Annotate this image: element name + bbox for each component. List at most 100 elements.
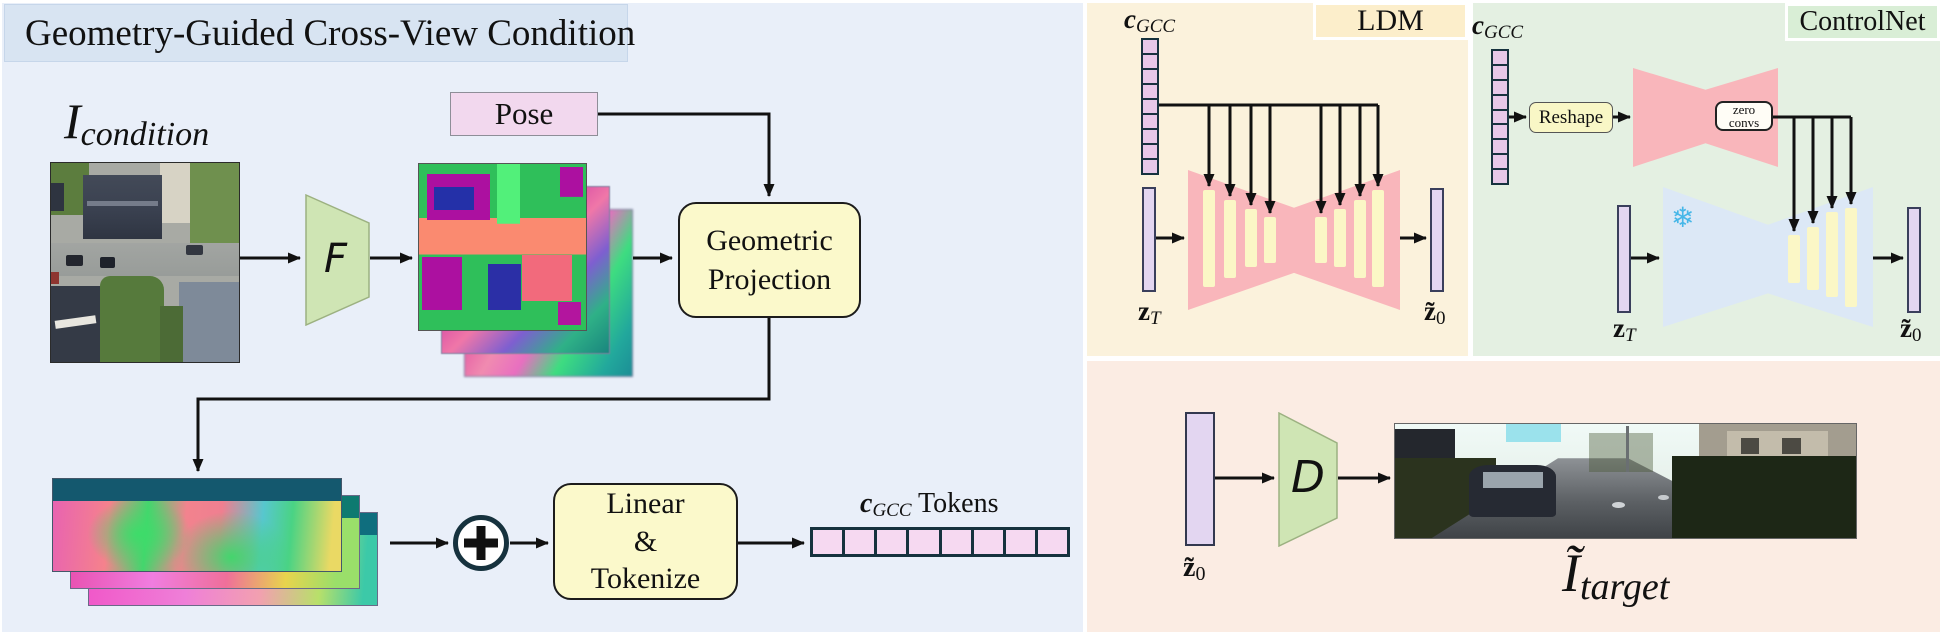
stack-cell	[1143, 55, 1157, 68]
linear-tokenize-line3: Tokenize	[590, 562, 701, 596]
zero-convs-line1: zero	[1732, 102, 1756, 117]
zero-convs-box: zero convs	[1715, 101, 1773, 131]
street-road-mark-2	[1657, 494, 1669, 501]
street-pole	[1625, 426, 1630, 472]
stack-cell	[1493, 110, 1507, 124]
street-right-window-1	[1740, 437, 1760, 454]
stack-cell	[1493, 155, 1507, 169]
zero-convs-line2: convs	[1728, 115, 1760, 130]
aerial-lawn-right	[190, 163, 239, 247]
stack-cell	[1143, 40, 1157, 53]
stack-cell	[1143, 70, 1157, 83]
controlnet-z0-bar	[1907, 207, 1921, 313]
page-title: Geometry-Guided Cross-View Condition	[25, 12, 636, 54]
aerial-condition-image	[50, 162, 240, 363]
linear-tokenize-line2: &	[633, 524, 658, 558]
geometric-projection-line1: Geometric	[706, 224, 833, 257]
token-cell	[909, 530, 939, 554]
stack-cell	[1493, 51, 1507, 64]
controlnet-unet-bar-3	[1826, 212, 1838, 297]
stack-cell	[1143, 145, 1157, 158]
ldm-panel-chip: LDM	[1313, 2, 1468, 40]
condition-image-label: Icondition	[64, 93, 210, 153]
left-panel-title-box: Geometry-Guided Cross-View Condition	[4, 4, 635, 62]
aerial-main-roof	[82, 174, 162, 239]
linear-tokenize-box: Linear & Tokenize	[553, 483, 738, 600]
stack-cell	[1493, 140, 1507, 154]
stack-cell	[1143, 85, 1157, 98]
stack-cell	[1493, 95, 1507, 109]
geometric-projection-line2: Projection	[707, 263, 832, 296]
aerial-car-red	[51, 272, 59, 285]
controlnet-token-stack	[1491, 49, 1509, 185]
token-cell	[813, 530, 843, 554]
stack-cell	[1143, 115, 1157, 128]
aerial-trees-bottomright-edge	[160, 306, 183, 362]
street-right-bushes	[1671, 455, 1856, 538]
token-cell	[973, 530, 1003, 554]
ldm-unet-bar-3	[1245, 209, 1257, 267]
street-road-mark-1	[1611, 501, 1626, 509]
target-image-label: Ĩtarget	[1562, 543, 1670, 608]
ldm-unet-bar-5	[1315, 217, 1327, 263]
ldm-z0-label: z̃0	[1424, 296, 1446, 329]
aerial-building-bottomright	[178, 282, 239, 362]
reshape-box: Reshape	[1529, 102, 1613, 133]
controlnet-unet-bar-1	[1788, 235, 1800, 283]
decoder-d-label: D	[1291, 452, 1325, 503]
controlnet-unet-bar-2	[1807, 227, 1819, 290]
controlnet-z0-label: z̃0	[1900, 313, 1922, 346]
encoder-f-trapezoid	[305, 194, 370, 326]
stack-cell	[1143, 100, 1157, 113]
ldm-panel-label: LDM	[1357, 4, 1424, 37]
reshape-label: Reshape	[1538, 106, 1604, 128]
projected-map-front	[52, 478, 342, 572]
ldm-zt-bar	[1142, 187, 1156, 292]
controlnet-unet-bar-4	[1845, 208, 1857, 307]
ldm-unet-bar-1	[1203, 190, 1215, 287]
controlnet-cgcc-label: cGCC	[1472, 10, 1524, 43]
decoder-z0-bar	[1185, 412, 1215, 546]
aerial-roof-ridge	[86, 200, 159, 206]
decoder-z0-label: z̃0	[1183, 552, 1206, 586]
pose-label: Pose	[494, 96, 554, 131]
ldm-token-stack	[1141, 38, 1159, 175]
ldm-cgcc-label: cGCC	[1124, 4, 1176, 37]
pose-box: Pose	[450, 92, 598, 136]
street-sky-cyan-left	[1505, 424, 1561, 443]
token-cell	[1037, 530, 1067, 554]
street-car-windshield	[1482, 471, 1543, 488]
target-street-image	[1394, 423, 1857, 539]
add-icon	[453, 515, 509, 571]
stack-cell	[1493, 170, 1507, 183]
stack-cell	[1493, 80, 1507, 94]
stack-cell	[1143, 160, 1157, 173]
stack-cell	[1493, 125, 1507, 139]
controlnet-panel-chip: ControlNet	[1785, 3, 1940, 41]
ldm-unet-bar-2	[1224, 200, 1236, 278]
encoder-f-label: F	[324, 236, 348, 282]
token-cell	[941, 530, 971, 554]
aerial-roof-left-edge	[51, 182, 65, 211]
token-cell	[845, 530, 875, 554]
cgcc-token-row	[810, 527, 1070, 557]
linear-tokenize-line1: Linear	[606, 487, 685, 521]
snowflake-frozen-icon: ❄	[1671, 203, 1695, 234]
aerial-driveway	[160, 163, 191, 223]
feature-map-front	[418, 163, 587, 331]
stack-cell	[1143, 130, 1157, 143]
ldm-unet-bar-6	[1334, 209, 1346, 267]
street-right-window-2	[1782, 437, 1801, 454]
token-cell	[1005, 530, 1035, 554]
ldm-zt-label: zT	[1138, 296, 1161, 329]
controlnet-panel-label: ControlNet	[1799, 6, 1926, 37]
aerial-trees-center	[99, 276, 164, 362]
controlnet-zt-bar	[1617, 205, 1631, 313]
street-center-trees	[1588, 433, 1654, 472]
controlnet-zt-label: zT	[1613, 313, 1636, 346]
ldm-unet-bar-8	[1372, 190, 1384, 287]
aerial-car-1	[66, 254, 83, 267]
stack-cell	[1493, 65, 1507, 79]
decoder-d-trapezoid	[1278, 412, 1338, 547]
